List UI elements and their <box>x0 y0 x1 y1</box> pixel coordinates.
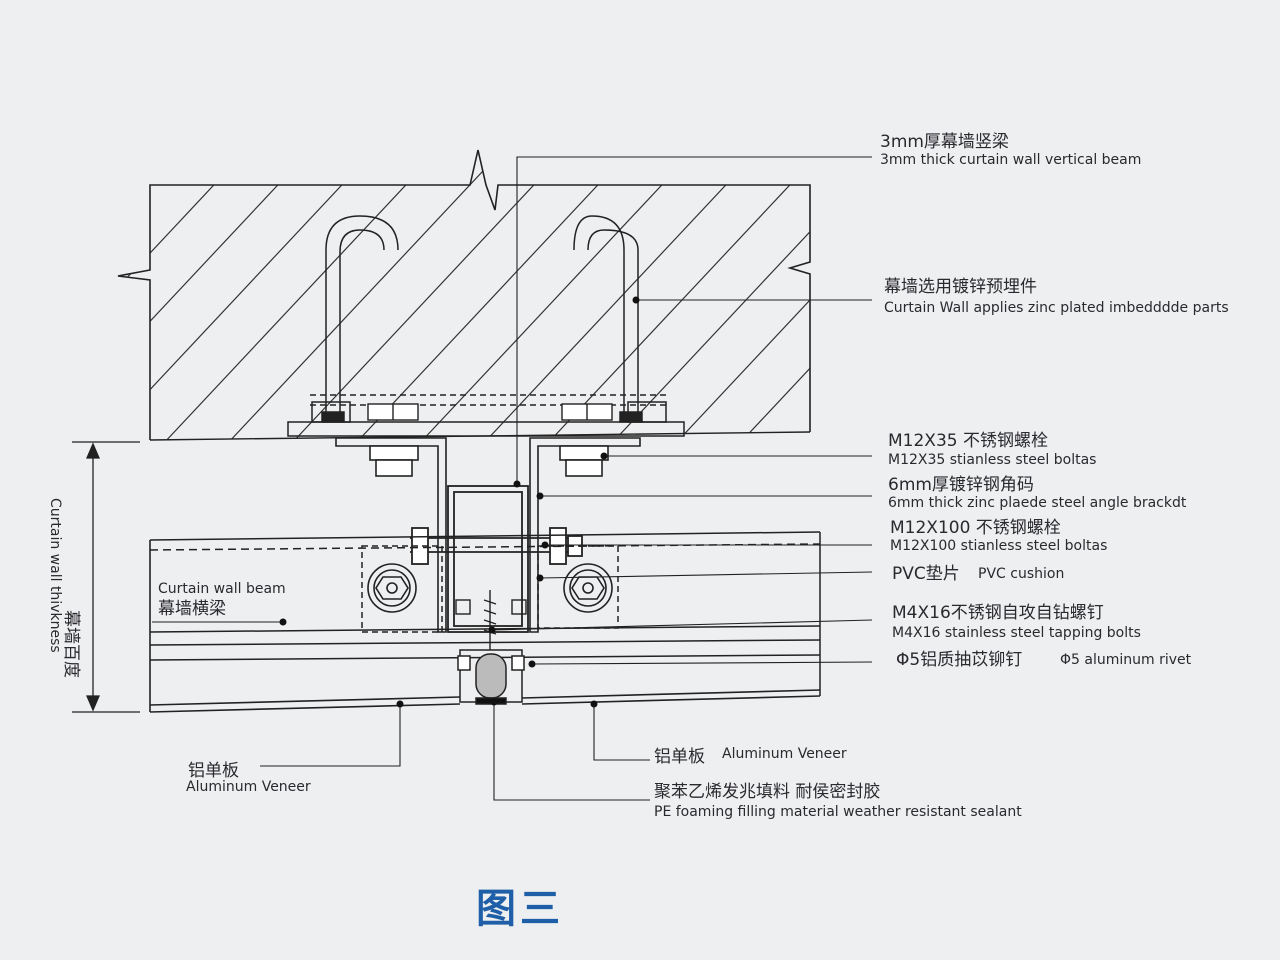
label-veneer-right-en: Aluminum Veneer <box>722 746 847 762</box>
label-embedded-parts-zh: 幕墙选用镀锌预埋件 <box>884 277 1037 297</box>
hatch-line <box>118 150 257 440</box>
label-veneer-left-en: Aluminum Veneer <box>186 779 311 795</box>
label-curtain-wall-beam-en: Curtain wall beam <box>158 581 286 597</box>
label-bolt-m12x35-zh: M12X35 不锈钢螺栓 <box>888 431 1048 451</box>
label-vertical-beam-en: 3mm thick curtain wall vertical beam <box>880 152 1141 168</box>
hatch-line <box>467 150 769 440</box>
figure-title: 图三 <box>476 886 564 932</box>
angle-brackets <box>335 437 641 633</box>
dimension-label-en: Curtain wall thivkness <box>47 498 63 653</box>
label-angle-bracket-en: 6mm thick zinc plaede steel angle brackd… <box>888 495 1187 511</box>
label-bolt-m12x35-en: M12X35 stianless steel boltas <box>888 452 1096 468</box>
label-rivet-zh: Φ5铝质抽苡铆钉 <box>896 650 1022 670</box>
aluminum-veneer <box>149 540 821 713</box>
hatch-line <box>118 150 193 440</box>
label-rivet-en: Φ5 aluminum rivet <box>1060 652 1192 668</box>
hatch-line <box>118 150 129 440</box>
label-bolt-m12x100-en: M12X100 stianless steel boltas <box>890 538 1107 554</box>
label-tapping-bolts-zh: M4X16不锈钢自攻自钻螺钉 <box>892 603 1104 623</box>
hex-bolt-left <box>367 563 417 613</box>
leader-lines <box>152 156 873 801</box>
label-pvc-cushion-zh: PVC垫片 <box>892 564 960 584</box>
hatch-line <box>211 150 513 440</box>
label-sealant-en: PE foaming filling material weather resi… <box>654 804 1022 820</box>
label-tapping-bolts-en: M4X16 stainless steel tapping bolts <box>892 625 1141 641</box>
label-embedded-parts-en: Curtain Wall applies zinc plated imbeddd… <box>884 300 1229 316</box>
hatch-line <box>0 140 64 460</box>
hatch-line <box>659 150 810 440</box>
label-veneer-right-zh: 铝单板 <box>654 747 705 767</box>
leader-dots <box>279 296 640 708</box>
dimension-label-zh: 幕墙百度 <box>61 610 81 678</box>
label-bolt-m12x100-zh: M12X100 不锈钢螺栓 <box>890 518 1061 538</box>
vertical-beam <box>410 485 583 633</box>
label-angle-bracket-zh: 6mm厚镀锌钢角码 <box>888 475 1034 495</box>
hatch-line <box>118 150 321 440</box>
label-vertical-beam-zh: 3mm厚幕墙竖梁 <box>880 132 1009 152</box>
plate-bolts-top <box>367 403 613 421</box>
label-curtain-wall-beam-zh: 幕墙横梁 <box>158 599 226 619</box>
hatch-line <box>275 150 577 440</box>
hook-anchor-left <box>321 215 399 423</box>
hatch-line <box>403 150 705 440</box>
hook-anchor-right <box>573 215 643 423</box>
hatch-line <box>147 150 449 440</box>
label-pvc-cushion-en: PVC cushion <box>978 566 1064 582</box>
tapping-screw <box>455 590 527 650</box>
label-sealant-zh: 聚苯乙烯发兆填料 耐侯密封胶 <box>654 782 880 802</box>
sealant-joint <box>457 649 525 705</box>
hatch-line <box>723 150 810 440</box>
label-veneer-left-zh: 铝单板 <box>188 761 239 781</box>
thickness-dimension <box>72 441 140 713</box>
hex-bolt-right <box>563 563 613 613</box>
